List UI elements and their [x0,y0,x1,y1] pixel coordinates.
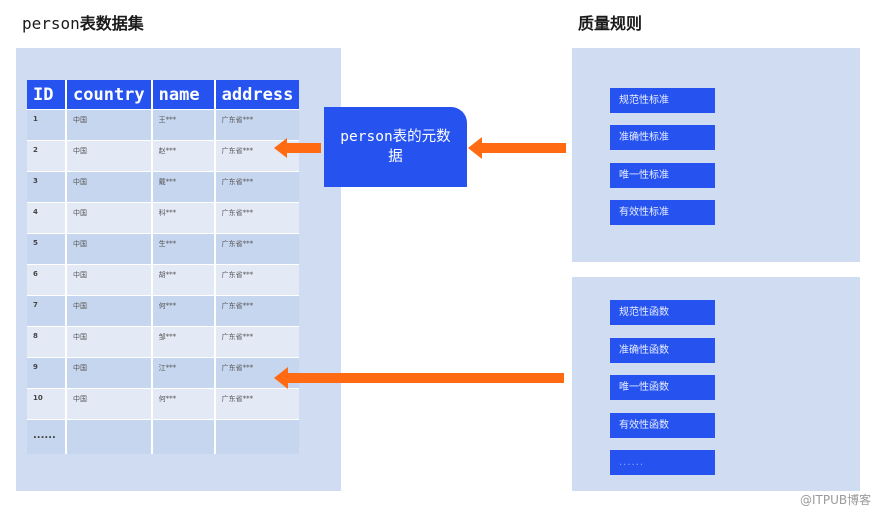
metadata-label: person表的元数据 [340,129,451,165]
function-item[interactable]: 有效性函数 [610,413,715,438]
cell-address: 广东省*** [214,264,300,296]
cell-name: 赵*** [151,140,216,172]
arrow-functions-to-table-icon [274,367,564,389]
cell-country: 中国 [66,171,153,203]
cell-id: 5 [27,233,67,265]
column-header-address: address [214,80,300,110]
empty-cell [214,419,300,454]
cell-id: 10 [27,388,67,420]
function-item[interactable]: 准确性函数 [610,338,715,363]
cell-country: 中国 [66,264,153,296]
column-header-name: name [151,80,216,110]
standard-item[interactable]: 准确性标准 [610,125,715,150]
cell-address: 广东省*** [214,109,300,141]
cell-address: 广东省*** [214,295,300,327]
function-item-more[interactable]: ...... [610,450,715,475]
cell-country: 中国 [66,326,153,358]
cell-address: 广东省*** [214,233,300,265]
cell-country: 中国 [66,140,153,172]
cell-address: 广东省*** [214,171,300,203]
cell-id: 4 [27,202,67,234]
function-item[interactable]: 唯一性函数 [610,375,715,400]
cell-name: 胡*** [151,264,216,296]
column-header-id: ID [27,80,67,110]
cell-id: 6 [27,264,67,296]
cell-country: 中国 [66,388,153,420]
more-rows-ellipsis: ...... [27,419,67,454]
cell-name: 邹*** [151,326,216,358]
cell-name: 江*** [151,357,216,389]
dataset-title-prefix: person [22,14,80,33]
dataset-title-suffix: 表数据集 [79,14,144,33]
cell-name: 王*** [151,109,216,141]
cell-name: 科*** [151,202,216,234]
cell-country: 中国 [66,233,153,265]
standards-panel [572,48,860,262]
table-row-more: ...... [27,419,300,454]
column-header-country: country [66,80,153,110]
cell-country: 中国 [66,109,153,141]
cell-name: 生*** [151,233,216,265]
quality-rules-title: 质量规则 [578,14,643,33]
function-item[interactable]: 规范性函数 [610,300,715,325]
cell-country: 中国 [66,295,153,327]
cell-country: 中国 [66,202,153,234]
cell-name: 何*** [151,388,216,420]
metadata-box: person表的元数据 [324,107,467,187]
cell-id: 9 [27,357,67,389]
cell-id: 8 [27,326,67,358]
standard-item[interactable]: 规范性标准 [610,88,715,113]
arrow-to-table-icon [274,138,321,158]
cell-address: 广东省*** [214,202,300,234]
standard-item[interactable]: 唯一性标准 [610,163,715,188]
cell-id: 7 [27,295,67,327]
empty-cell [151,419,216,454]
empty-cell [66,419,153,454]
cell-id: 2 [27,140,67,172]
watermark: @ITPUB博客 [800,493,872,507]
arrow-to-metadata-icon [468,137,566,159]
cell-country: 中国 [66,357,153,389]
cell-name: 何*** [151,295,216,327]
cell-id: 1 [27,109,67,141]
cell-address: 广东省*** [214,388,300,420]
standard-item[interactable]: 有效性标准 [610,200,715,225]
cell-address: 广东省*** [214,326,300,358]
table-header-row: ID country name address [27,80,300,110]
cell-address: 广东省*** [214,357,300,389]
cell-name: 戴*** [151,171,216,203]
dataset-title: person表数据集 [22,10,144,34]
cell-id: 3 [27,171,67,203]
